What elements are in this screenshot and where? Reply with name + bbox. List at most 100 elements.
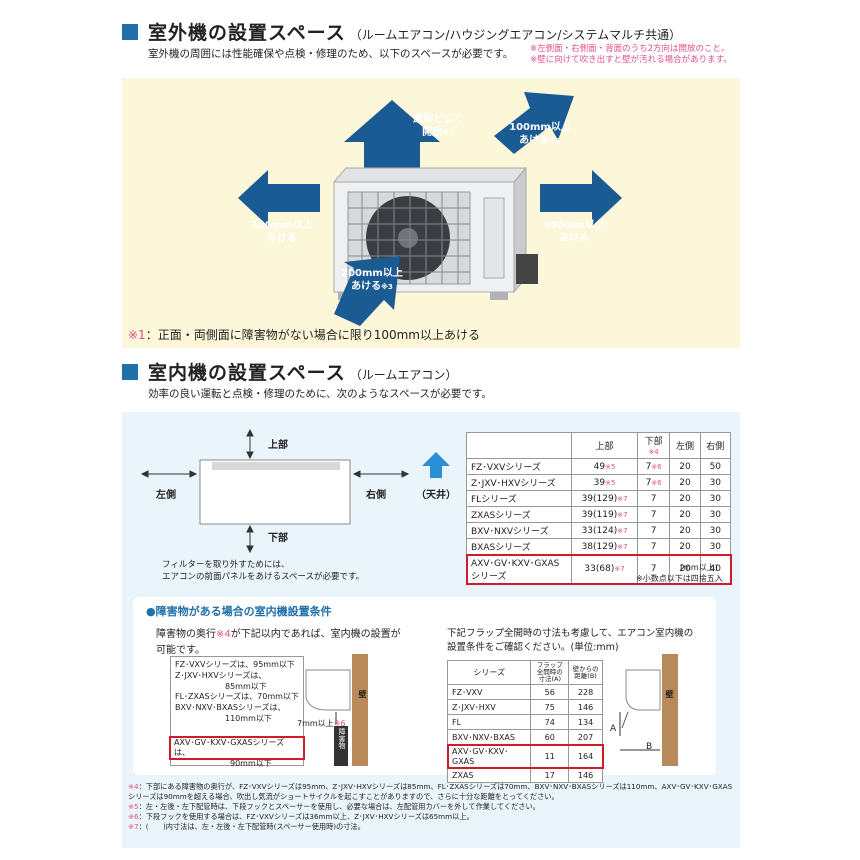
table-cell: 60 bbox=[530, 729, 570, 746]
outdoor-note-1: ※左側面・右側面・背面のうち2方向は開放のこと。 bbox=[530, 44, 730, 54]
label-bottom: 下部 bbox=[268, 533, 288, 544]
list-item: FZ･VXVシリーズは、95mm以下 bbox=[175, 660, 295, 669]
indoor-section-header: 室内機の設置スペース （ルームエアコン） bbox=[122, 358, 457, 385]
table-cell: 7※6 bbox=[636, 458, 671, 475]
table-cell: 30 bbox=[699, 490, 732, 507]
table-cell: BXASシリーズ bbox=[465, 538, 573, 555]
obstacle-side-diagram bbox=[305, 654, 368, 766]
top-arrow-label: 原則として 開放※1 bbox=[413, 114, 463, 138]
table-cell: FZ･VXVシリーズ bbox=[465, 458, 573, 475]
table-cell: 50 bbox=[699, 458, 732, 475]
table-cell: Z･JXV･HXVシリーズ bbox=[465, 474, 573, 491]
indoor-unit-body bbox=[199, 459, 351, 525]
list-item: 85mm以下 bbox=[225, 681, 267, 691]
outdoor-title: 室外機の設置スペース bbox=[148, 22, 346, 44]
table-cell: AXV･GV･KXV･GXAS bbox=[446, 744, 532, 769]
outdoor-note-2: ※壁に向けて吹き出すと壁が汚れる場合があります。 bbox=[530, 55, 732, 66]
list-item: 110mm以下 bbox=[225, 713, 272, 723]
table-cell: AXV･GV･KXV･GXASシリーズ bbox=[465, 554, 573, 584]
wall-icon bbox=[352, 654, 368, 766]
dimension-arrows bbox=[140, 428, 410, 554]
obstacle-title: ●障害物がある場合の室内機設置条件 bbox=[146, 605, 332, 618]
table-cell: BXV･NXVシリーズ bbox=[465, 522, 573, 539]
wall-label: 壁 bbox=[358, 690, 367, 698]
table-cell: 75 bbox=[530, 699, 570, 716]
table-header-row: シリーズ フラップ全開時の寸法(A) 壁からの距離(B) bbox=[446, 659, 603, 686]
table-cell: 49※5 bbox=[571, 458, 638, 475]
table-cell: 228 bbox=[568, 684, 603, 701]
indoor-footnotes: ※4：下部にある障害物の奥行が、FZ･VXVシリーズは95mm、Z･JXV･HX… bbox=[128, 782, 734, 832]
ceiling-arrow bbox=[422, 452, 450, 478]
left-arrow bbox=[238, 170, 320, 226]
table-unit: (mm以上) bbox=[680, 563, 718, 572]
indoor-subtitle: （ルームエアコン） bbox=[349, 368, 458, 382]
table-cell: 7 bbox=[636, 538, 671, 555]
table-cell: BXV･NXV･BXAS bbox=[446, 729, 532, 746]
table-header-row: 上部 下部※4 左側 右側 bbox=[465, 432, 732, 459]
back-arrow-label: 100mm以上 あける※2 bbox=[509, 122, 571, 146]
table-cell: 20 bbox=[669, 506, 701, 523]
open-flap-icon bbox=[621, 711, 629, 729]
table-cell: 146 bbox=[568, 767, 603, 784]
table-cell: 39※5 bbox=[571, 474, 638, 491]
table-cell: 33(124)※7 bbox=[571, 522, 638, 539]
indoor-description: 効率の良い運転と点検・修理のために、次のようなスペースが必要です。 bbox=[148, 388, 492, 400]
list-item: FL･ZXASシリーズは、70mm以下 bbox=[175, 692, 299, 702]
indoor-unit-diagram bbox=[140, 428, 450, 554]
table-cell: 39(119)※7 bbox=[571, 506, 638, 523]
right-arrow-label: 350mm以上 あける bbox=[543, 220, 605, 244]
table-cell: 7 bbox=[636, 506, 671, 523]
table-cell: 20 bbox=[669, 522, 701, 539]
gap-label: 7mm以上※6 bbox=[297, 719, 346, 728]
footnote-item: ※5：左・左後・左下配管時は、下段フックとスペーサーを使用し、必要な場合は、左配… bbox=[128, 801, 540, 811]
indoor-unit-side-icon bbox=[305, 669, 351, 711]
front-arrow bbox=[334, 256, 400, 326]
outdoor-side-notes: ※左側面・右側面・背面のうち2方向は開放のこと。 ※壁に向けて吹き出すと壁が汚れ… bbox=[530, 44, 732, 67]
right-arrow bbox=[540, 170, 622, 226]
table-cell: FZ･VXV bbox=[446, 684, 532, 701]
table-cell: 207 bbox=[568, 729, 603, 746]
front-arrow-label: 200mm以上 あける※3 bbox=[341, 268, 403, 292]
table-cell: Z･JXV･HXV bbox=[446, 699, 532, 716]
table-cell: 30 bbox=[699, 474, 732, 491]
filter-note: フィルターを取り外すためには、 エアコンの前面パネルをあけるスペースが必要です。 bbox=[162, 560, 365, 582]
table-cell: ZXAS bbox=[446, 767, 532, 784]
table-cell: 7 bbox=[636, 554, 671, 584]
left-arrow-label: 100mm以上 あける bbox=[251, 220, 313, 244]
table-cell: 17 bbox=[530, 767, 570, 784]
back-arrow bbox=[494, 92, 574, 154]
fan-hub bbox=[398, 228, 418, 248]
list-item: BXV･NXV･BXASシリーズは、 bbox=[175, 703, 286, 713]
table-cell: 7 bbox=[636, 522, 671, 539]
highlighted-list-item: AXV･GV･KXV･GXASシリーズは、 90mm以下 bbox=[169, 736, 305, 768]
outdoor-description: 室外機の周囲には性能確保や点検・修理のため、以下のスペースが必要です。 bbox=[148, 48, 514, 60]
obstacle-icon bbox=[334, 726, 348, 766]
a-label: A bbox=[610, 724, 617, 734]
indoor-unit-side-icon bbox=[625, 669, 661, 711]
section-marker bbox=[122, 23, 138, 40]
indoor-title: 室内機の設置スペース bbox=[148, 362, 346, 384]
b-label: B bbox=[646, 742, 653, 752]
footnote-item: ※6：下段フックを使用する場合は、FZ･VXVシリーズは36mm以上、Z･JXV… bbox=[128, 811, 474, 821]
label-ceiling: （天井） bbox=[416, 490, 456, 501]
outdoor-unit-diagram bbox=[238, 92, 622, 326]
table-cell: 74 bbox=[530, 714, 570, 731]
table-cell: ZXASシリーズ bbox=[465, 506, 573, 523]
table-cell: 30 bbox=[699, 538, 732, 555]
table-cell: 56 bbox=[530, 684, 570, 701]
table-cell: 20 bbox=[669, 474, 701, 491]
side-panel bbox=[483, 197, 505, 279]
